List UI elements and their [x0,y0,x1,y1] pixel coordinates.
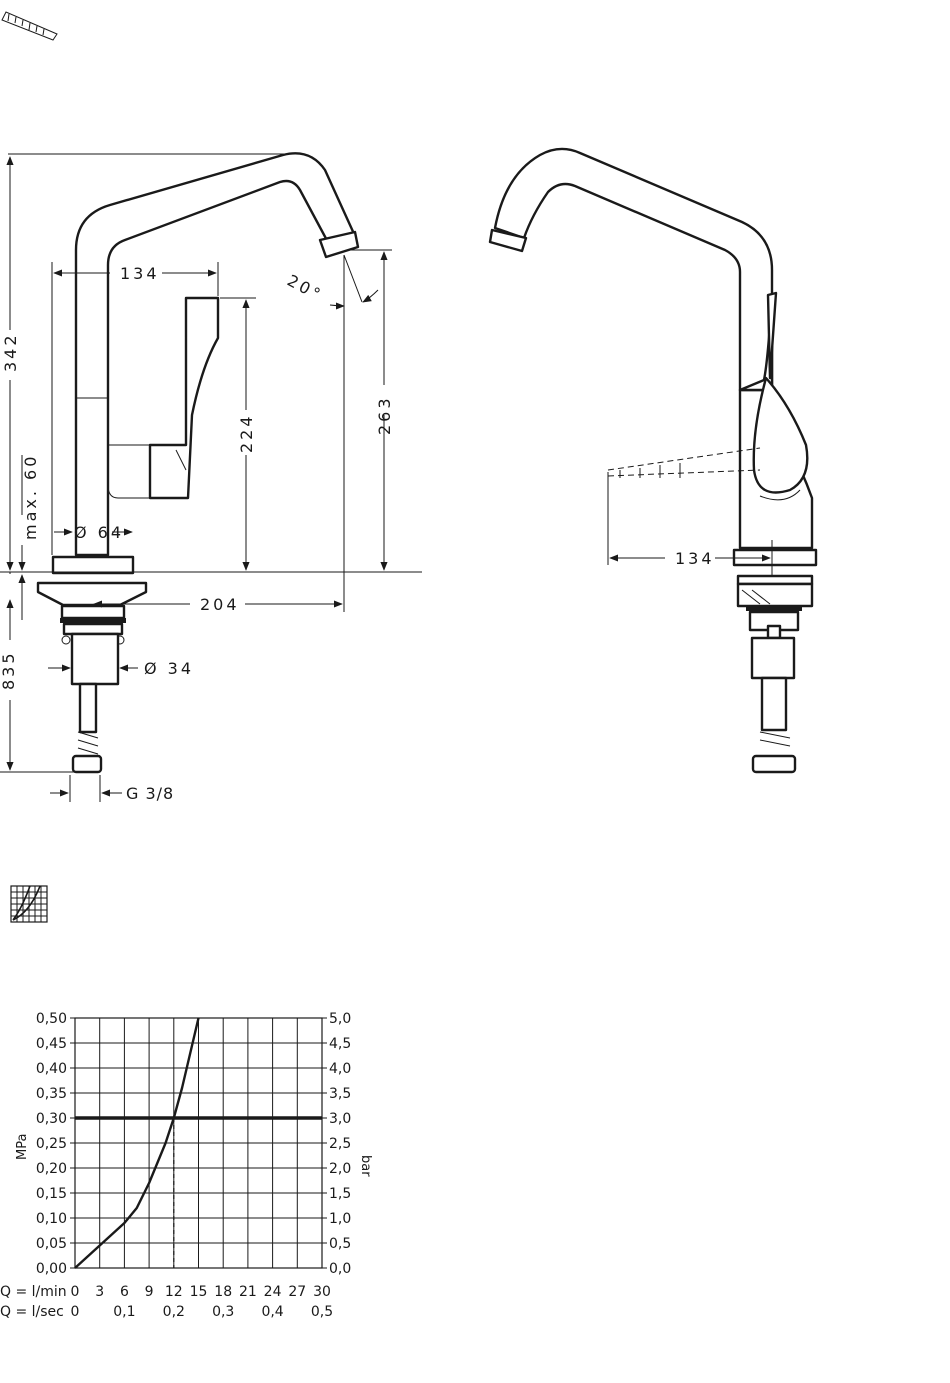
y2-tick-label: 4,0 [329,1061,351,1077]
x-tick-label: 15 [190,1284,208,1300]
flow-chart-icon [11,886,47,922]
dim-handle-height: 224 [237,413,256,453]
y2-tick-label: 3,0 [329,1111,351,1127]
x-tick-label: 9 [145,1284,154,1300]
faucet-front-view [38,153,358,772]
x-tick-label: 27 [288,1284,306,1300]
y-tick-label: 0,05 [36,1236,67,1252]
y-axis-label: MPa [15,1134,30,1160]
dim-outlet-height: 263 [375,395,394,435]
y2-tick-label: 2,5 [329,1136,351,1152]
dim-side-reach: 134 [675,549,715,568]
x2-tick-label: 0,2 [163,1304,185,1320]
x2-tick-label: 0,4 [261,1304,283,1320]
dim-shank-length: 835 [0,650,18,690]
front-dimensions [0,154,422,802]
y-tick-label: 0,00 [36,1261,67,1277]
x-tick-label: 21 [239,1284,257,1300]
x-tick-label: 24 [264,1284,282,1300]
y2-tick-label: 2,0 [329,1161,351,1177]
dim-angle: 20° [284,271,326,305]
y-tick-label: 0,50 [36,1011,67,1027]
y2-tick-label: 4,5 [329,1036,351,1052]
x-tick-label: 30 [313,1284,331,1300]
y-tick-label: 0,45 [36,1036,67,1052]
y2-tick-label: 0,0 [329,1261,351,1277]
x-axis-label-secondary: Q = l/sec [0,1304,64,1320]
y2-tick-label: 1,0 [329,1211,351,1227]
dim-spout-reach-top: 134 [120,264,160,283]
x2-tick-label: 0 [71,1304,80,1320]
x-tick-label: 0 [71,1284,80,1300]
y2-tick-label: 0,5 [329,1236,351,1252]
y2-tick-label: 3,5 [329,1086,351,1102]
x-tick-label: 6 [120,1284,129,1300]
dim-max-deck: max. 60 [21,454,40,540]
ruler-icon [2,12,57,40]
flow-pressure-chart: MPa bar Q = l/min Q = l/sec 0,000,050,10… [0,1011,373,1320]
x2-tick-label: 0,1 [113,1304,135,1320]
y-axis-label-right: bar [358,1155,373,1177]
x-tick-label: 18 [214,1284,232,1300]
dim-total-height: 342 [1,332,20,372]
y-tick-label: 0,20 [36,1161,67,1177]
dim-shank-diameter: Ø 34 [144,659,194,678]
dim-thread: G 3/8 [126,784,174,803]
y-tick-label: 0,40 [36,1061,67,1077]
dim-base-diameter: Ø 64 [74,523,124,542]
y-tick-label: 0,30 [36,1111,67,1127]
faucet-side-view [490,149,816,772]
x2-tick-label: 0,5 [311,1304,333,1320]
y2-tick-label: 1,5 [329,1186,351,1202]
x-tick-label: 3 [95,1284,104,1300]
y-tick-label: 0,15 [36,1186,67,1202]
dim-spout-reach: 204 [200,595,240,614]
x-tick-label: 12 [165,1284,183,1300]
y-tick-label: 0,35 [36,1086,67,1102]
x2-tick-label: 0,3 [212,1304,234,1320]
y2-tick-label: 5,0 [329,1011,351,1027]
y-tick-label: 0,10 [36,1211,67,1227]
y-tick-label: 0,25 [36,1136,67,1152]
x-axis-label: Q = l/min [0,1284,67,1300]
